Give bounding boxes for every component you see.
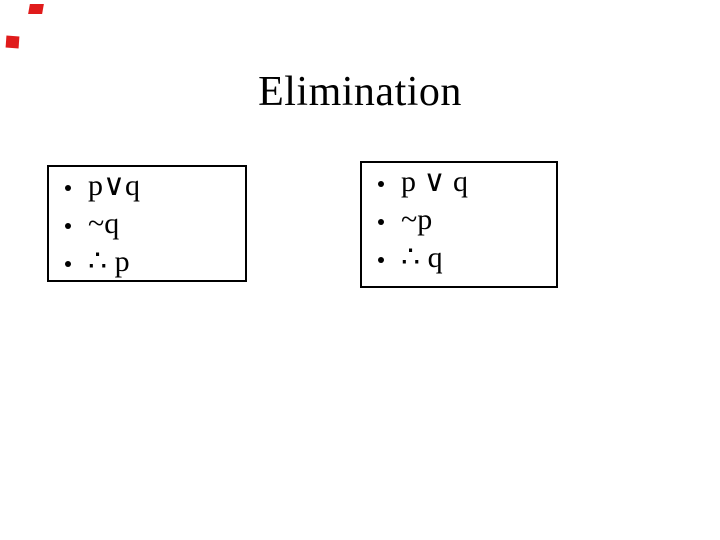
- red-corner-mark-icon: [5, 35, 20, 49]
- premise-list: p∨q ~q ∴ p: [49, 167, 245, 283]
- list-item: ~p: [362, 203, 556, 241]
- slide-title: Elimination: [258, 69, 462, 115]
- red-corner-mark-icon: [28, 4, 44, 14]
- list-item: p ∨ q: [362, 165, 556, 203]
- list-item-text: p∨q: [88, 169, 140, 202]
- elimination-rule-box-right: p ∨ q ~p ∴ q: [360, 161, 558, 288]
- list-item: ∴ q: [362, 241, 556, 279]
- bullet-icon: [65, 223, 71, 229]
- bullet-icon: [378, 181, 384, 187]
- premise-list: p ∨ q ~p ∴ q: [362, 163, 556, 279]
- list-item-text: ~p: [401, 203, 433, 236]
- list-item-text: p ∨ q: [401, 165, 468, 198]
- bullet-icon: [65, 185, 71, 191]
- elimination-rule-box-left: p∨q ~q ∴ p: [47, 165, 247, 282]
- list-item-text: ~q: [88, 207, 120, 240]
- list-item: ∴ p: [49, 245, 245, 283]
- list-item-text: ∴ p: [88, 245, 130, 278]
- bullet-icon: [65, 261, 71, 267]
- list-item: p∨q: [49, 169, 245, 207]
- list-item: ~q: [49, 207, 245, 245]
- bullet-icon: [378, 219, 384, 225]
- list-item-text: ∴ q: [401, 241, 443, 274]
- bullet-icon: [378, 257, 384, 263]
